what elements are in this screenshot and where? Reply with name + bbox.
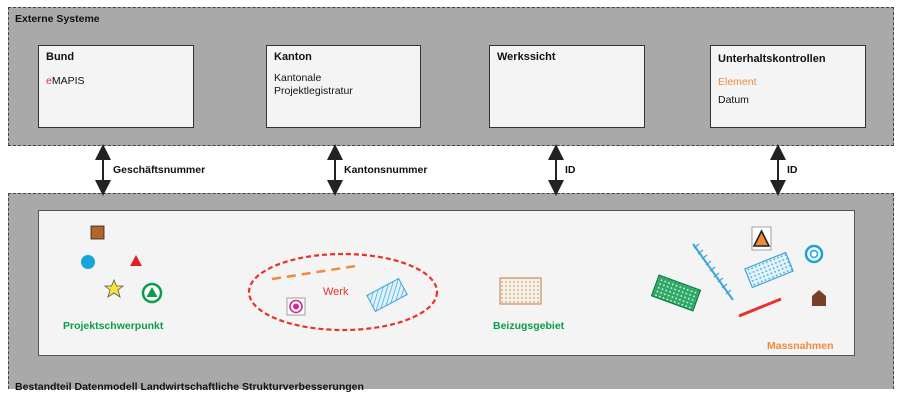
card-unterhaltskontrollen: Unterhaltskontrollen Element Datum [710, 45, 866, 128]
card-bund-title: Bund [46, 51, 75, 63]
card-kanton-line2: Projektlegistratur [274, 85, 353, 97]
link-label-id-werk: ID [565, 164, 576, 176]
card-unterhalt-title: Unterhaltskontrollen [718, 53, 826, 65]
house-icon [812, 290, 826, 306]
beizugsgebiet-area-icon [499, 277, 542, 305]
card-kanton-title: Kanton [274, 51, 312, 63]
ticks-icon [693, 243, 732, 295]
green-area-icon [650, 274, 702, 312]
external-systems-title: Externe Systeme [15, 13, 100, 25]
label-werk: Werk [323, 286, 349, 298]
label-beizugsgebiet: Beizugsgebiet [493, 320, 565, 332]
blue-ring-icon [804, 244, 824, 264]
brown-square-icon [90, 225, 105, 240]
red-triangle-icon [130, 255, 142, 266]
star-icon [103, 278, 125, 298]
label-projektschwerpunkt: Projektschwerpunkt [63, 320, 164, 332]
card-bund-emapis: eMAPIS [46, 75, 85, 88]
card-werkssicht-title: Werkssicht [497, 51, 556, 63]
emapis-rest: MAPIS [51, 75, 85, 87]
link-label-geschaeftsnummer: Geschäftsnummer [113, 164, 206, 176]
werk-dashed-ellipse [247, 252, 439, 332]
blue-dotted-area-icon [744, 251, 794, 289]
card-unterhalt-element: Element [718, 76, 757, 88]
hatched-rectangle-icon [366, 277, 408, 313]
label-massnahmen: Massnahmen [767, 340, 834, 352]
link-label-id-unterhalt: ID [787, 164, 798, 176]
emapis-prefix: e [46, 75, 52, 87]
card-bund: Bund eMAPIS [38, 45, 194, 128]
data-model-canvas [38, 210, 855, 356]
card-kanton: Kanton Kantonale Projektlegistratur [266, 45, 421, 128]
link-label-kantonsnummer: Kantonsnummer [344, 164, 428, 176]
card-werkssicht: Werkssicht [489, 45, 645, 128]
orange-dashed-line [271, 264, 357, 281]
blue-circle-icon [81, 255, 95, 269]
card-kanton-line1: Kantonale [274, 72, 322, 84]
card-unterhalt-datum: Datum [718, 94, 749, 106]
red-line-icon [738, 297, 782, 318]
